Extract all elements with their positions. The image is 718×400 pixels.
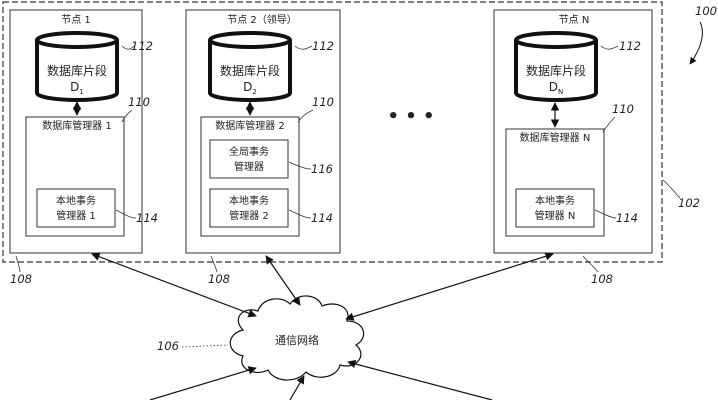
ref-106: 106 [157, 339, 179, 353]
ref-110: 110 [612, 102, 634, 116]
local-transaction-manager-box [36, 188, 116, 228]
ref-108: 108 [208, 272, 230, 286]
ellipsis: • • • [387, 106, 434, 127]
node-box [185, 9, 341, 254]
database-id: D2 [243, 80, 257, 96]
node-title: 节点 2（领导） [227, 13, 297, 26]
database-manager-label: 数据库管理器 N [520, 131, 591, 144]
ref-110: 110 [312, 95, 334, 109]
node-box [493, 9, 653, 254]
global-tm-line2: 管理器 [234, 160, 264, 173]
node-title: 节点 1 [61, 14, 91, 26]
ref-102: 102 [678, 196, 700, 210]
ref-112: 112 [312, 39, 334, 53]
database-label: 数据库片段 [526, 63, 586, 78]
database-id: DN [549, 80, 564, 96]
local-tm-line2: 管理器 2 [229, 209, 269, 222]
link-client-left [149, 366, 257, 400]
local-tm-line1: 本地事务 [535, 194, 575, 207]
link-client-center [289, 375, 305, 400]
ref-114: 114 [311, 211, 333, 225]
database-id: D1 [70, 80, 84, 96]
database-cylinder: 数据库片段 DN [514, 31, 598, 102]
ref-100-arrow [689, 21, 703, 65]
ref-114: 114 [616, 211, 638, 225]
ref-108: 108 [10, 272, 32, 286]
database-label: 数据库片段 [220, 63, 280, 78]
local-tm-line1: 本地事务 [229, 194, 269, 207]
database-cylinder: 数据库片段 D2 [208, 31, 292, 102]
link-noden-network [345, 252, 554, 321]
link-node2-network [265, 255, 301, 306]
link-node1-network [91, 252, 257, 318]
database-label: 数据库片段 [47, 63, 107, 78]
ref-100: 100 [695, 4, 717, 18]
database-cylinder: 数据库片段 D1 [35, 31, 119, 102]
ref-116: 116 [311, 162, 333, 176]
communication-network-cloud: 通信网络 [229, 295, 365, 381]
local-transaction-manager-box [515, 188, 595, 228]
ref-108: 108 [591, 272, 613, 286]
node-1: 节点 1 数据库片段 D1 数据库管理器 1 本地事务 管理器 1 112 11… [9, 9, 158, 254]
global-tm-line1: 全局事务 [229, 145, 269, 158]
local-tm-line2: 管理器 1 [56, 209, 96, 222]
local-tm-line2: 管理器 N [535, 209, 576, 222]
ref-112: 112 [131, 39, 153, 53]
global-transaction-manager-box [209, 139, 289, 179]
node-box [9, 9, 143, 254]
cluster-boundary [2, 1, 663, 263]
local-transaction-manager-box [209, 188, 289, 228]
database-manager-label: 数据库管理器 2 [215, 119, 285, 132]
database-manager-label: 数据库管理器 1 [42, 119, 112, 132]
node-2-leader: 节点 2（领导） 数据库片段 D2 数据库管理器 2 全局事务 管理器 本地事务… [185, 9, 341, 254]
local-tm-line1: 本地事务 [56, 194, 96, 207]
ref-110: 110 [128, 95, 150, 109]
node-title: 节点 N [559, 14, 590, 26]
node-n: 节点 N 数据库片段 DN 数据库管理器 N 本地事务 管理器 N 112 11… [493, 9, 653, 254]
ref-112: 112 [619, 39, 641, 53]
link-client-right [347, 359, 493, 400]
network-label: 通信网络 [275, 333, 319, 347]
ref-114: 114 [136, 211, 158, 225]
